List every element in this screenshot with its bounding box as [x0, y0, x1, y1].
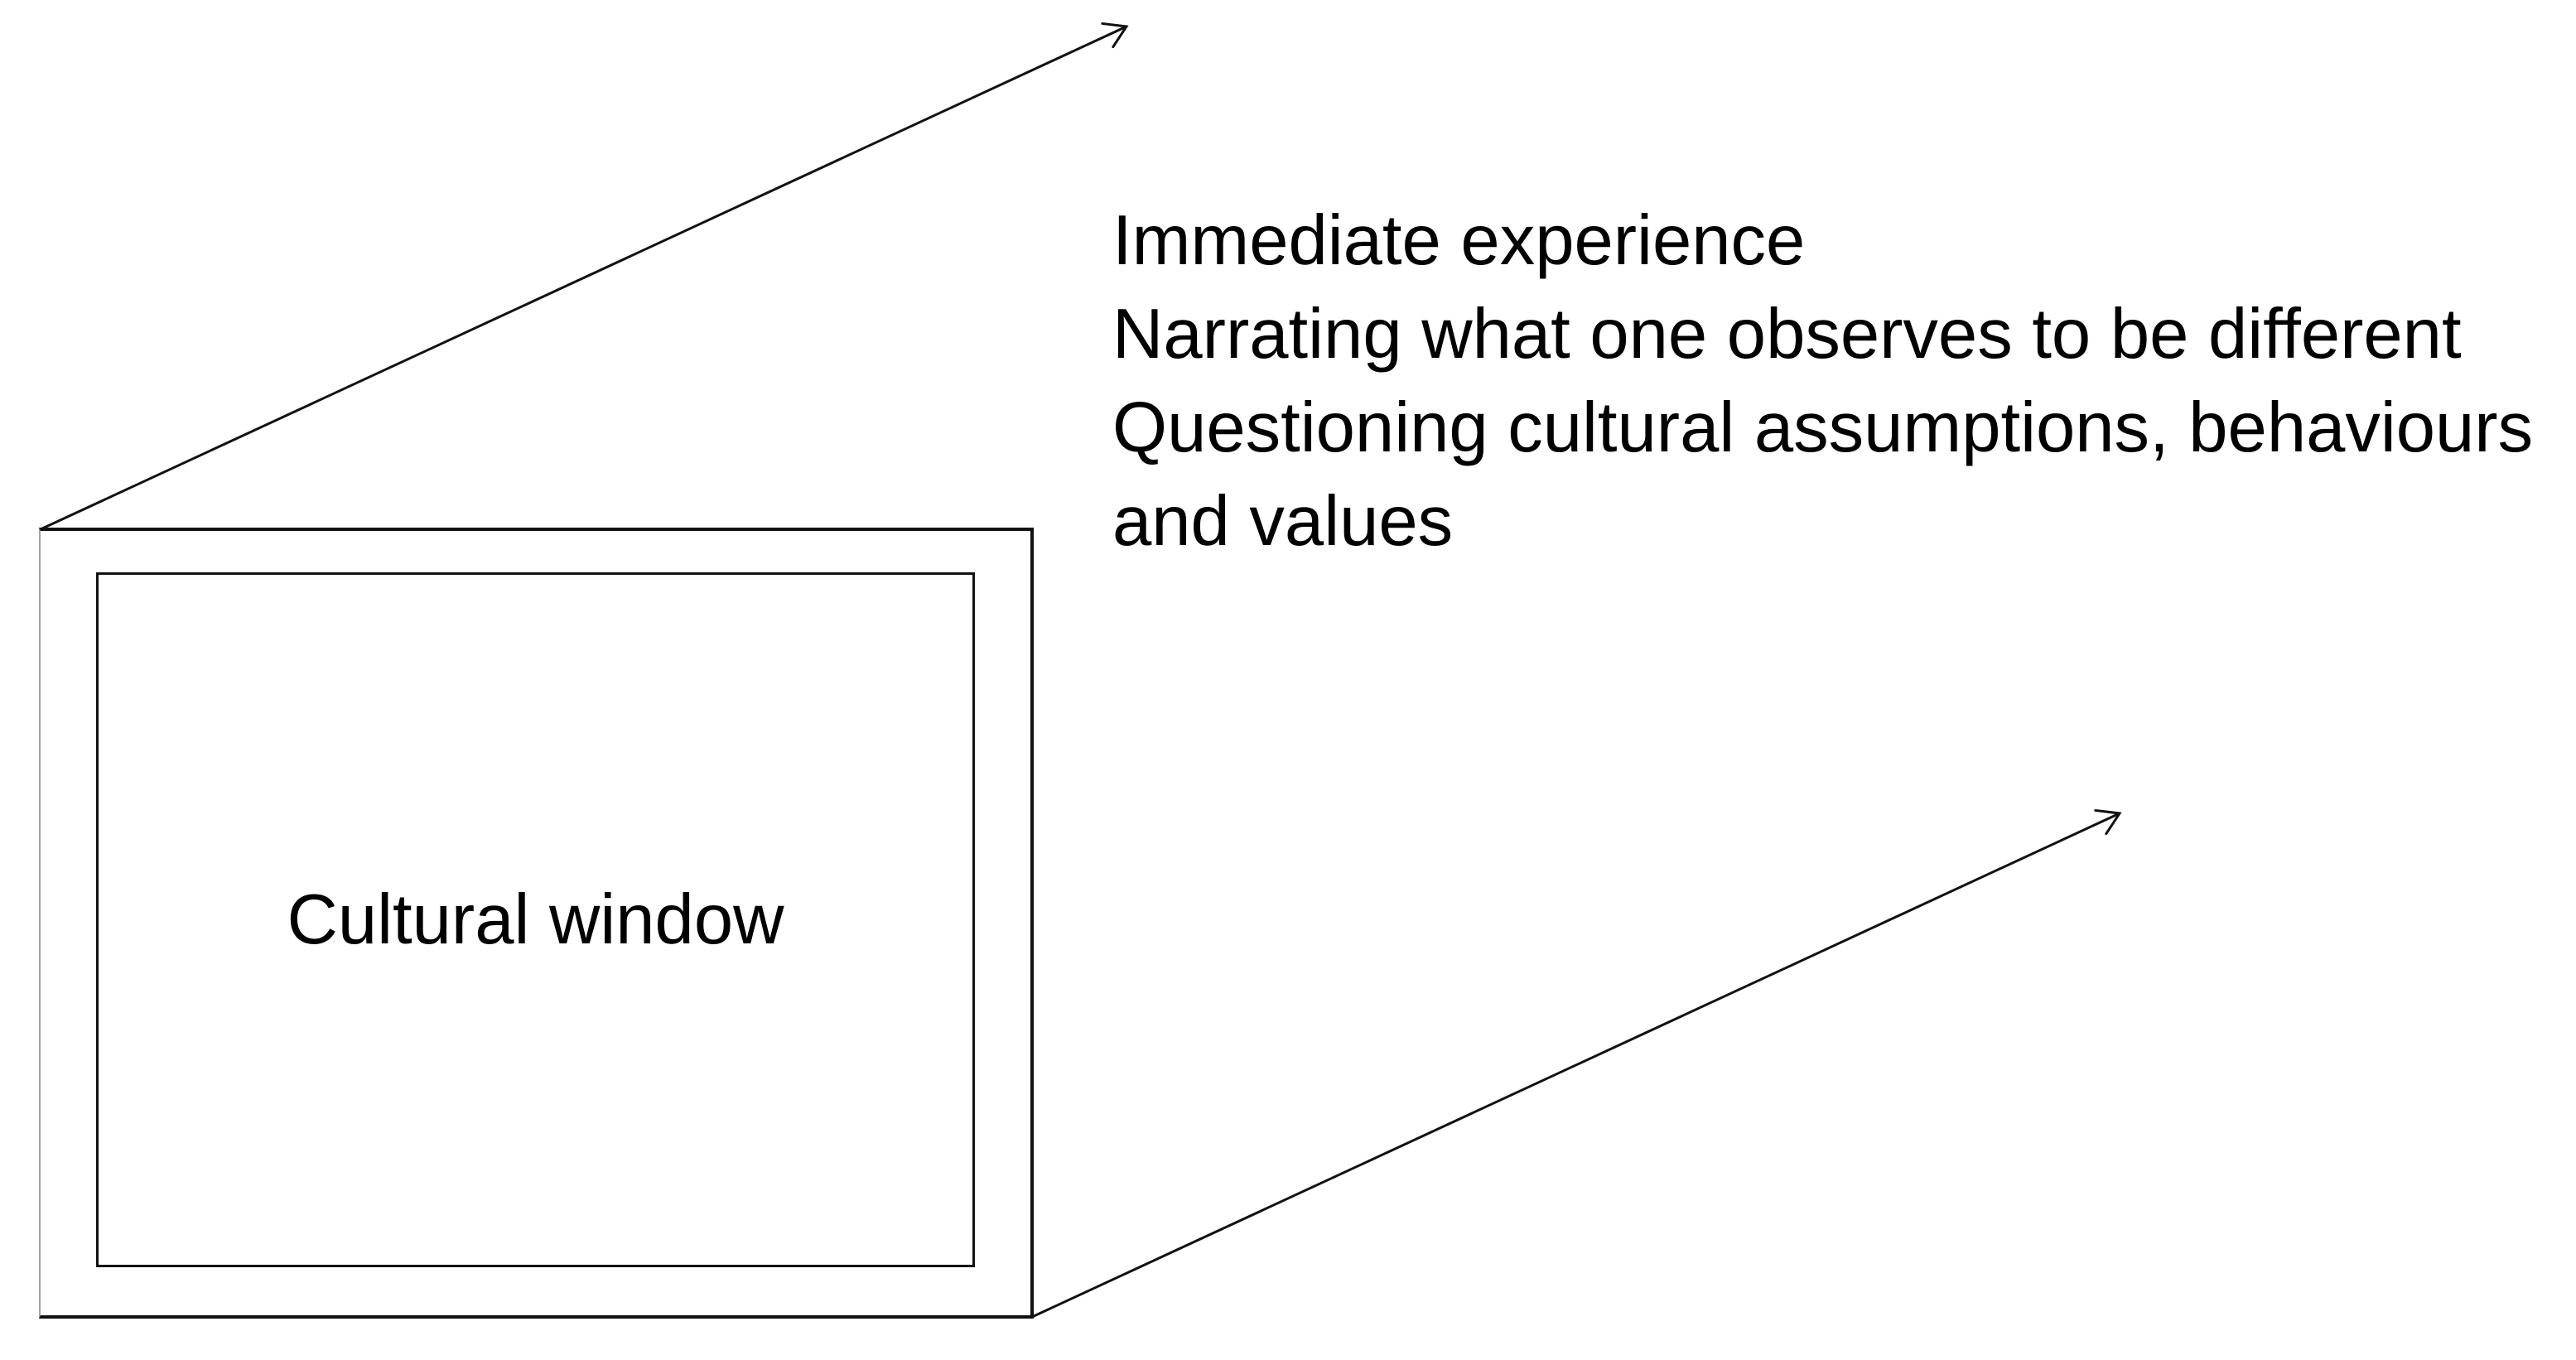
annotation-line-narrating: Narrating what one observes to be differ…	[1112, 295, 2462, 374]
annotation-line-immediate-experience: Immediate experience	[1112, 201, 1806, 280]
annotation-text-block: Immediate experience Narrating what one …	[1112, 194, 2533, 568]
upper-connector-arrow	[40, 22, 1129, 531]
lower-connector-arrow	[1031, 808, 2122, 1319]
annotation-line-questioning: Questioning cultural assumptions, behavi…	[1112, 388, 2534, 467]
cultural-window-inner-pane: Cultural window	[96, 572, 975, 1267]
cultural-window-label: Cultural window	[287, 880, 784, 959]
annotation-line-and-values: and values	[1112, 482, 1454, 561]
